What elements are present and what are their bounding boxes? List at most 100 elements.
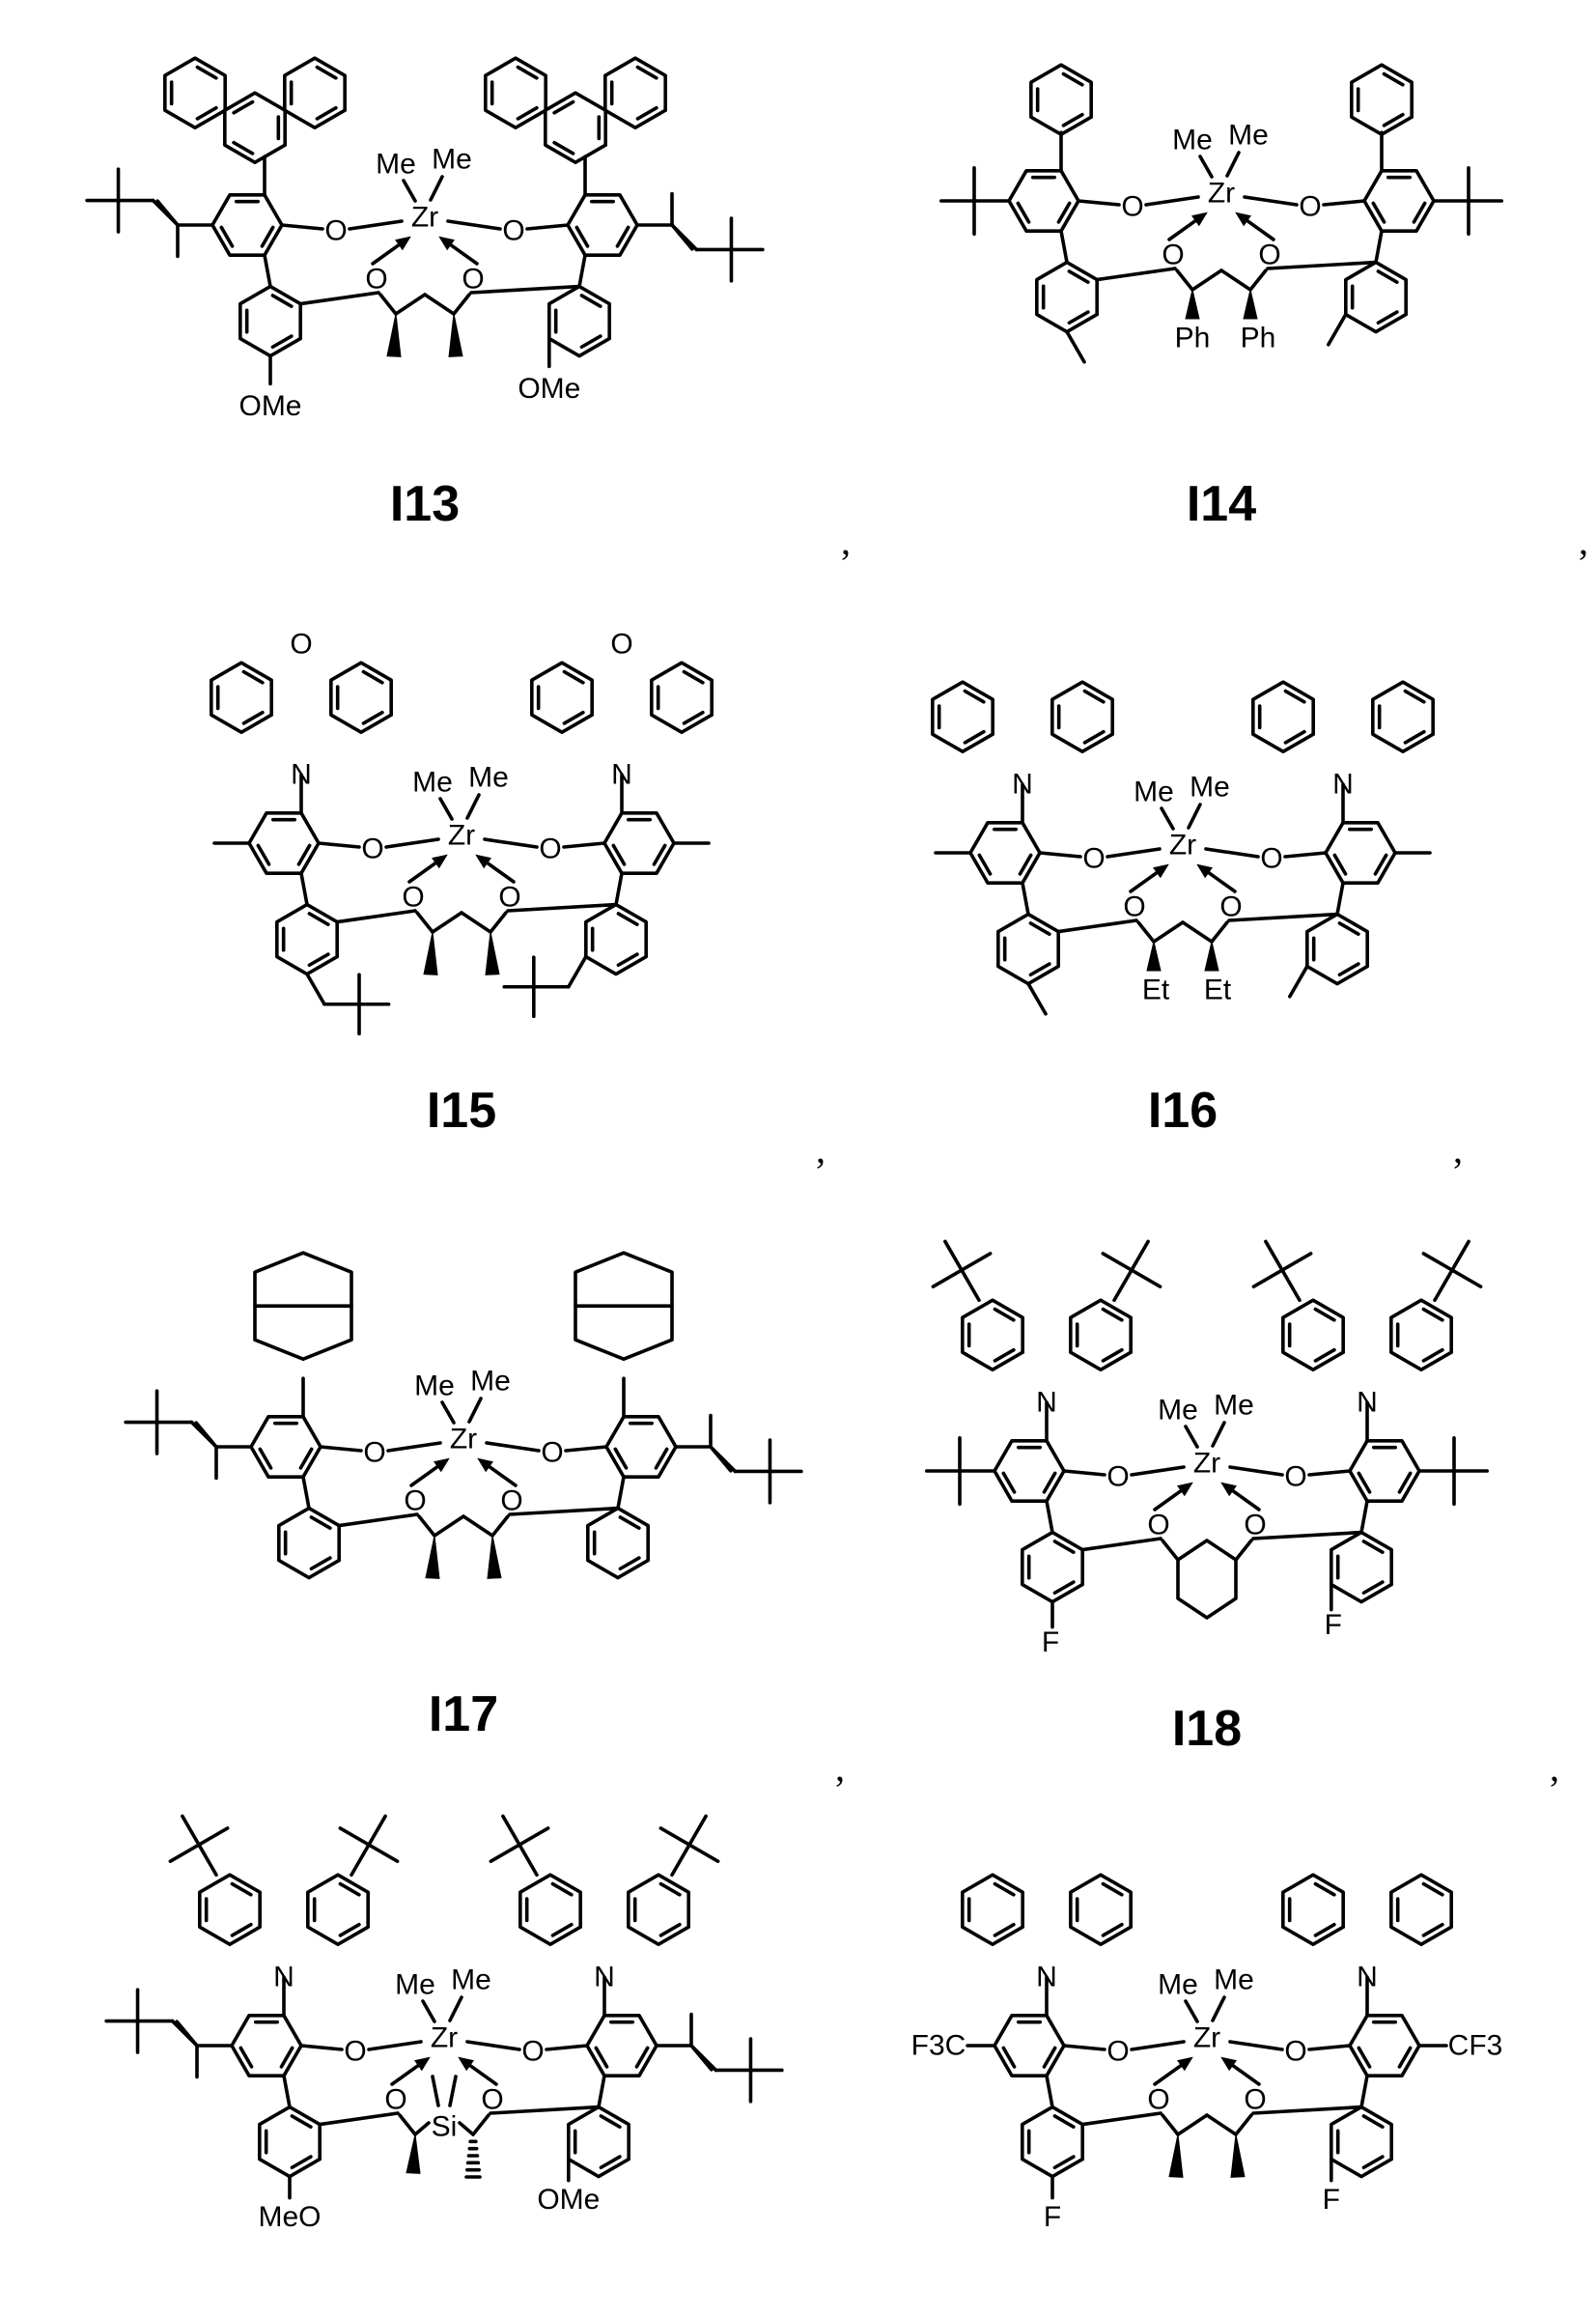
bond: [400, 2115, 415, 2134]
ring-bond: [963, 1875, 1022, 1944]
dative-bond: [1209, 872, 1235, 891]
bond: [962, 1270, 979, 1300]
bond: [1114, 1270, 1132, 1300]
ring-bond: [1391, 1300, 1451, 1370]
ring-bond: [1031, 65, 1091, 134]
bond: [1337, 883, 1343, 914]
methyl-bond: [1282, 1254, 1311, 1270]
fluorine-label: F: [1323, 2184, 1340, 2216]
dative-bond: [470, 2065, 496, 2084]
ring-bond: [1350, 1441, 1419, 1501]
wedge-bond: [1186, 290, 1199, 319]
ether-oxygen-label: O: [1123, 891, 1145, 923]
bond: [1309, 1471, 1350, 1475]
methyl-bond: [1132, 1241, 1148, 1270]
bond: [303, 1477, 309, 1508]
ether-oxygen-label: O: [1258, 240, 1280, 271]
trifluoromethyl-label: CF3: [1448, 2030, 1503, 2062]
right-ligand-arm: OO: [1236, 65, 1501, 345]
ring-bond: [277, 905, 337, 975]
methyl-bond: [490, 1845, 519, 1861]
methyl-ligand-label: Me: [1214, 1390, 1254, 1422]
right-ligand-arm: ONOO: [476, 629, 712, 1017]
methyl-ligand-label: Me: [376, 149, 416, 181]
methyl-bond: [1132, 1270, 1161, 1286]
comma-separator: ,: [1550, 1746, 1559, 1790]
nitrogen-label: N: [611, 759, 632, 791]
zr-me-bond: [1186, 1427, 1197, 1447]
ring-bond: [200, 1875, 260, 1944]
compound-label: I16: [1148, 1083, 1218, 1139]
phenoxide-oxygen-label: O: [361, 834, 383, 865]
bond: [301, 2046, 342, 2049]
zirconium-label: Zr: [1169, 830, 1196, 862]
zirconium-label: Zr: [1193, 2022, 1220, 2054]
bond: [1309, 2046, 1350, 2049]
bond: [618, 1477, 624, 1508]
zr-me-bond: [1162, 808, 1173, 829]
bond: [1221, 270, 1250, 290]
ring-bond: [652, 663, 712, 732]
methyl-bond: [199, 1828, 228, 1845]
ring-bond: [251, 1417, 321, 1477]
dative-bond: [1169, 220, 1195, 240]
wedge-bond: [426, 1536, 439, 1578]
ethyl-label: Et: [1142, 975, 1170, 1006]
bond: [321, 1447, 361, 1451]
ring-bond: [629, 1875, 688, 1944]
bond: [199, 1845, 216, 1875]
zr-o-bond: [1230, 2042, 1282, 2049]
dative-bond: [1247, 220, 1274, 240]
trifluoromethyl-label: F3C: [911, 2030, 966, 2062]
zr-me-bond: [450, 1997, 462, 2020]
ring-bond: [1052, 682, 1112, 751]
left-ligand-arm: ONO: [933, 682, 1168, 1014]
ring-bond: [1009, 171, 1078, 231]
wedge-bond: [1147, 942, 1161, 971]
methyl-bond: [689, 1845, 718, 1861]
phenoxide-oxygen-label: O: [1082, 843, 1105, 875]
diisopropylphenyl-ring: [1352, 65, 1412, 134]
oxygen-label: O: [610, 629, 632, 661]
wedge-bond: [1244, 290, 1257, 319]
bond: [1282, 1270, 1300, 1300]
aryl-ring: [1307, 915, 1367, 984]
ring-bond: [587, 2016, 657, 2076]
bond: [433, 913, 462, 932]
phenoxide-oxygen-label: O: [502, 215, 524, 247]
bridge: EtEt: [1138, 922, 1232, 1006]
complex-i13: ZrMeMeOOOMeOOOMe: [87, 58, 763, 422]
dative-bond: [488, 862, 514, 882]
bond: [473, 2115, 489, 2134]
wedge-bond: [387, 314, 401, 356]
aryl-ring: [1346, 263, 1406, 332]
zirconium-label: Zr: [431, 2022, 458, 2054]
aryl-ring: [260, 2107, 320, 2177]
zr-o-bond: [388, 1443, 440, 1451]
methyl-bond: [519, 1828, 548, 1845]
bond: [463, 1516, 492, 1536]
bridge: PhPh: [1175, 270, 1276, 354]
phenoxide-oxygen-label: O: [539, 834, 561, 865]
bond: [462, 913, 490, 932]
phenolate-ring: [604, 813, 674, 873]
wedge-bond: [406, 2134, 420, 2173]
aryl-ring: [1022, 2107, 1082, 2177]
bond: [173, 2021, 197, 2046]
bond: [1058, 920, 1136, 932]
nitrogen-label: N: [273, 1962, 294, 1993]
bond: [691, 2046, 715, 2070]
carbazole-ring: [308, 1875, 368, 1944]
nitrogen-label: N: [1036, 1962, 1057, 1993]
phenoxide-oxygen-label: O: [1299, 191, 1321, 223]
bond: [425, 295, 454, 314]
bridge: Si: [400, 2077, 489, 2177]
methyl-ligand-label: Me: [1190, 772, 1230, 804]
zr-o-bond: [1206, 849, 1258, 857]
bond: [490, 2107, 599, 2113]
ring-bond: [1022, 2107, 1082, 2177]
bond: [1177, 270, 1192, 290]
oxygen-label: O: [290, 629, 312, 661]
fluorine-label: F: [1044, 2201, 1061, 2233]
phenolate-ring: [1009, 171, 1078, 231]
